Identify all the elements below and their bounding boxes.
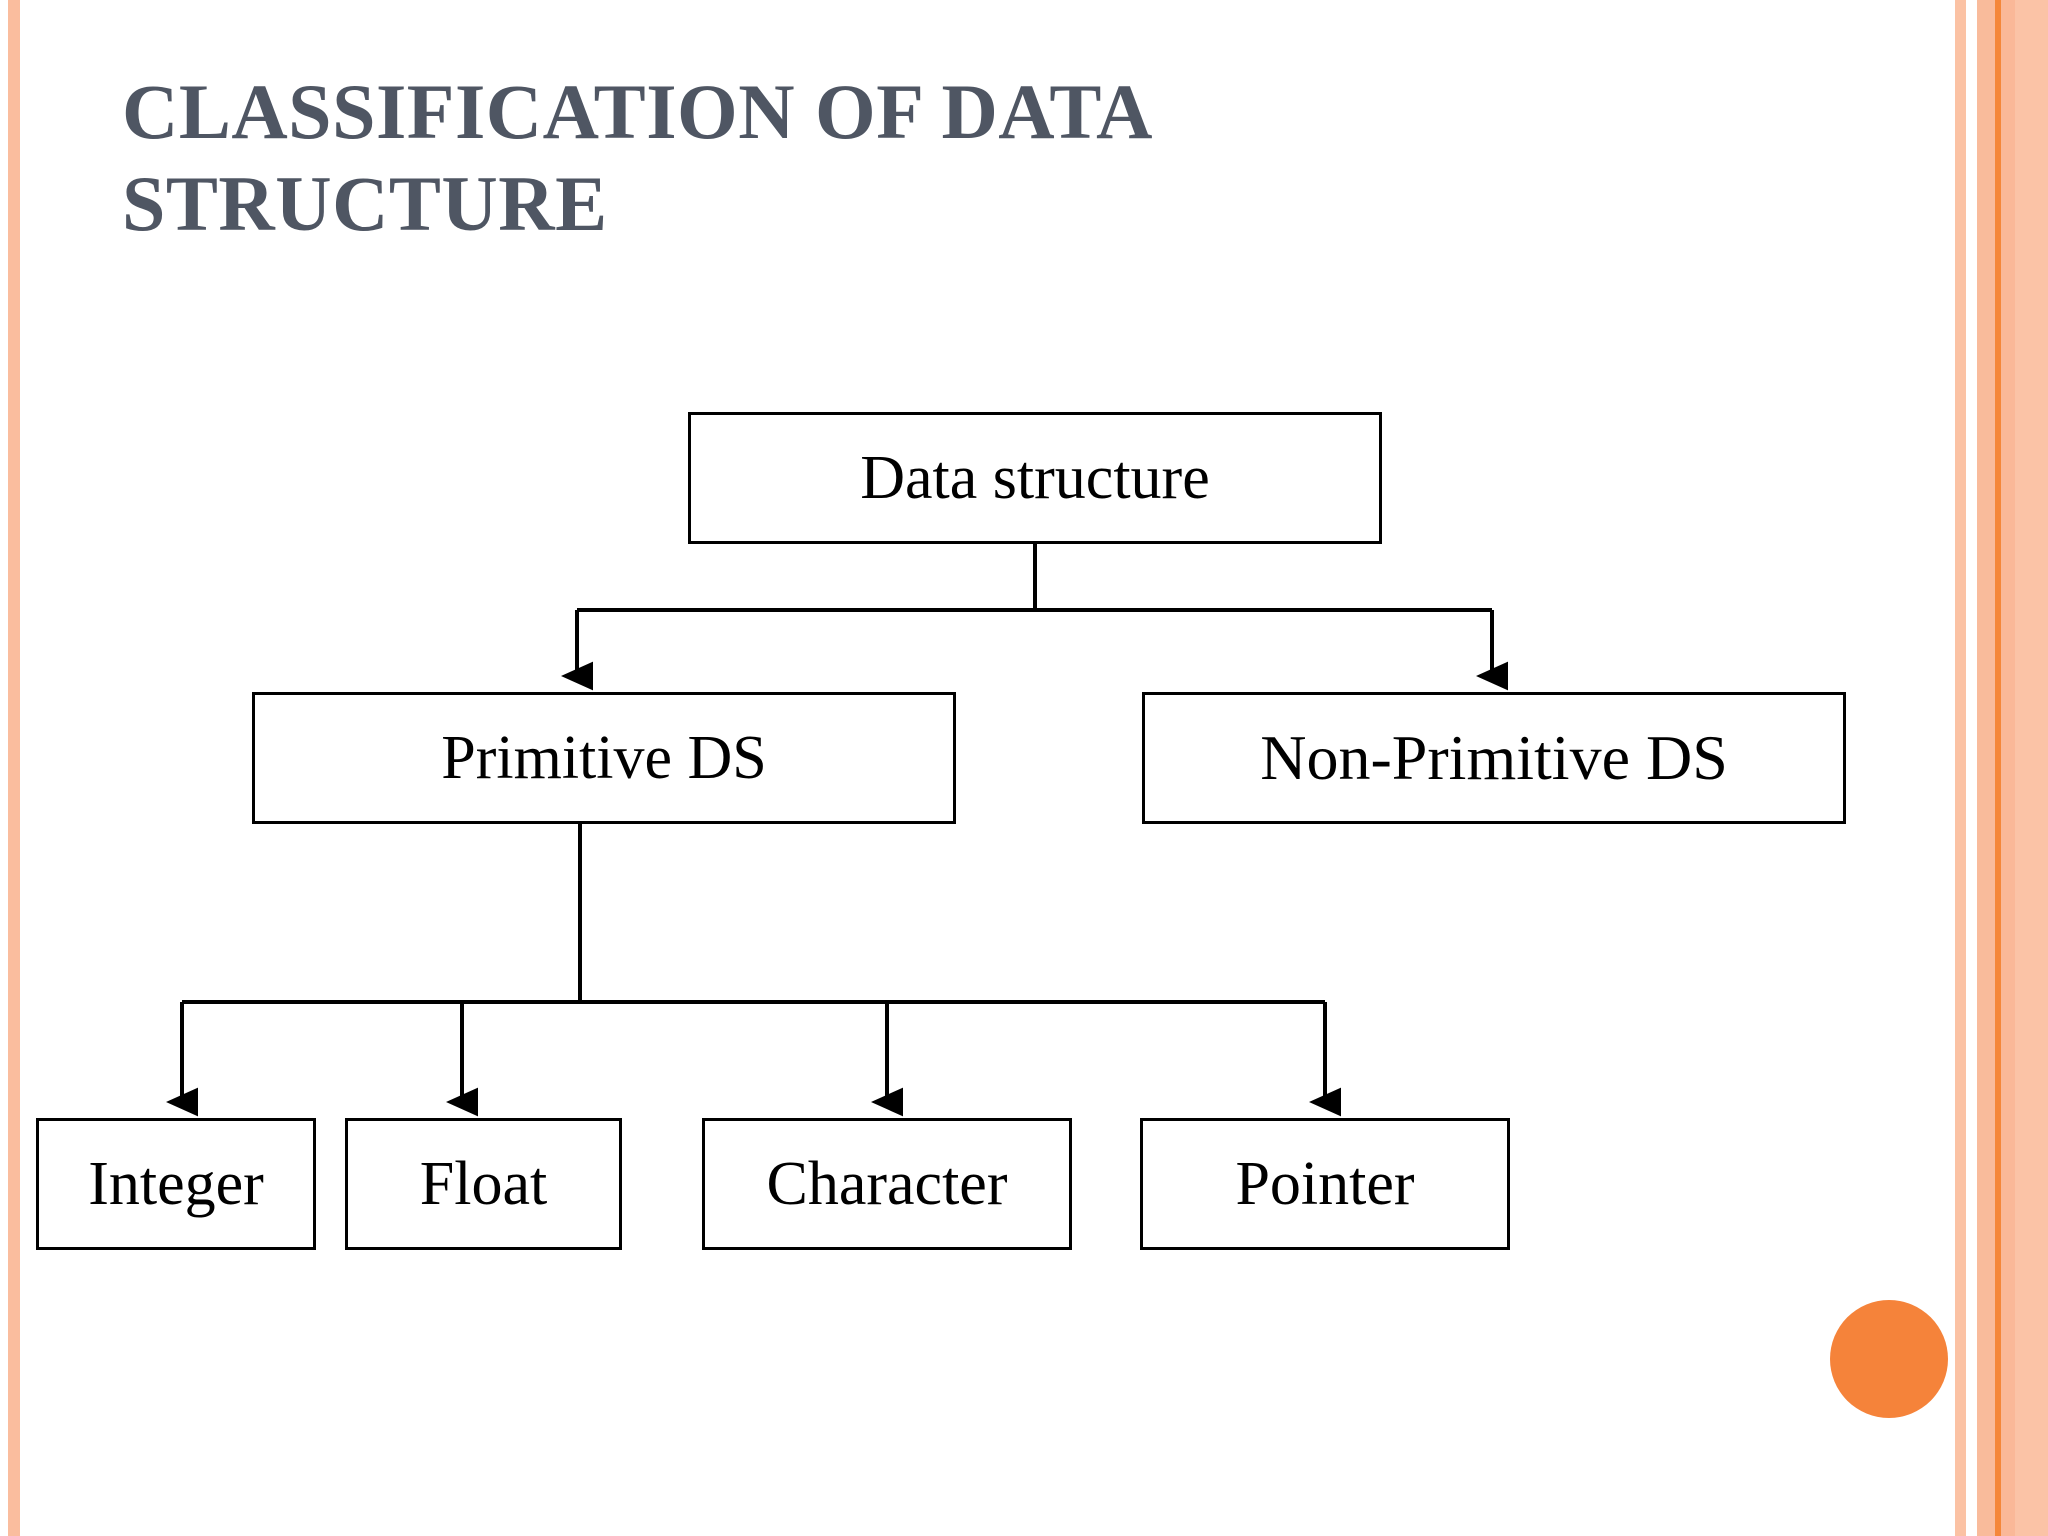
node-primitive-ds[interactable]: Primitive DS <box>252 692 956 824</box>
right-band-1 <box>1977 0 1995 1536</box>
orange-circle-decoration <box>1830 1300 1948 1418</box>
node-float[interactable]: Float <box>345 1118 622 1250</box>
node-integer[interactable]: Integer <box>36 1118 316 1250</box>
right-band-2 <box>2001 0 2015 1536</box>
slide-title: CLASSIFICATION OF DATA STRUCTURE <box>122 68 1153 248</box>
node-non-primitive-ds[interactable]: Non-Primitive DS <box>1142 692 1846 824</box>
right-thin-stripe <box>1955 0 1966 1536</box>
node-pointer[interactable]: Pointer <box>1140 1118 1510 1250</box>
left-accent-stripe <box>8 0 20 1536</box>
node-character[interactable]: Character <box>702 1118 1072 1250</box>
right-band-3 <box>2015 0 2048 1536</box>
right-accent-line <box>1995 0 2001 1536</box>
node-data-structure[interactable]: Data structure <box>688 412 1382 544</box>
